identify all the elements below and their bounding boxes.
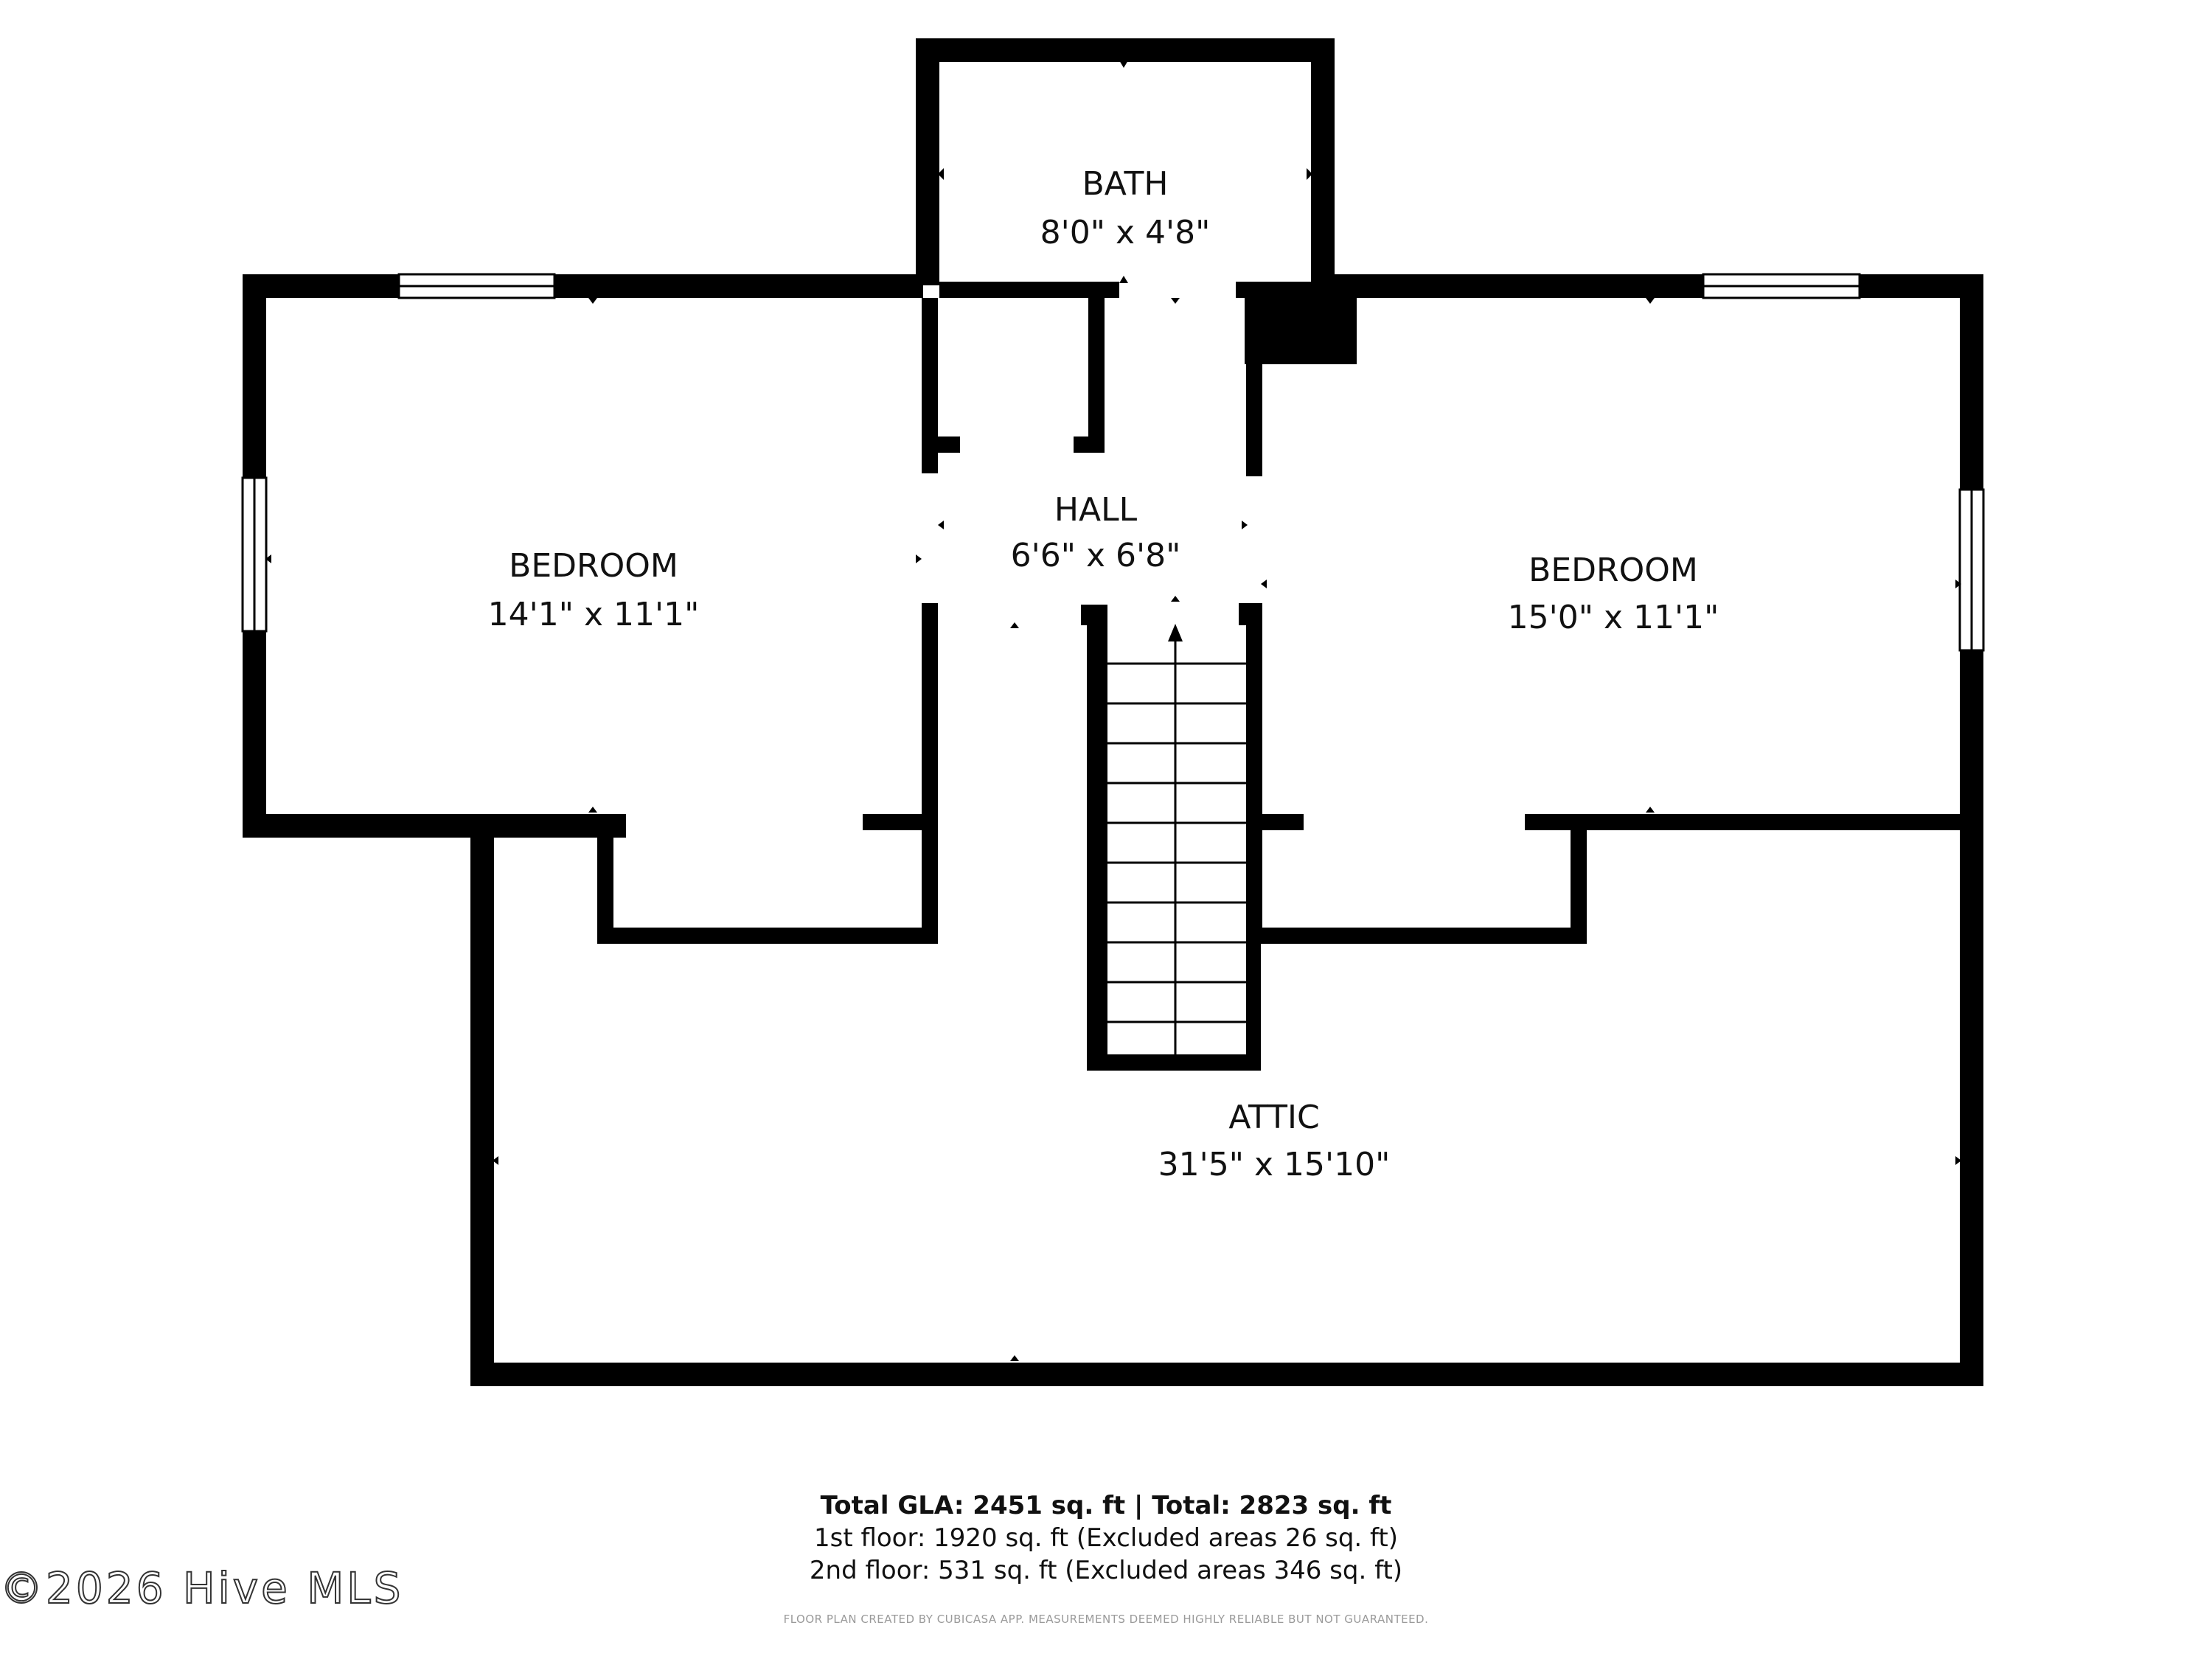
room-bedroom-right-name: BEDROOM — [1528, 552, 1698, 589]
summary-first-floor: 1st floor: 1920 sq. ft (Excluded areas 2… — [813, 1523, 1399, 1553]
watermark: ©2026 Hive MLS — [0, 1562, 404, 1614]
room-bedroom-left-name: BEDROOM — [509, 547, 678, 585]
summary-second-floor: 2nd floor: 531 sq. ft (Excluded areas 34… — [809, 1556, 1403, 1585]
room-bath-name: BATH — [1082, 165, 1169, 203]
room-bedroom-left-dims: 14'1" x 11'1" — [488, 596, 700, 633]
room-attic-dims: 31'5" x 15'10" — [1158, 1146, 1391, 1183]
room-bedroom-right: BEDROOM 15'0" x 11'1" — [1508, 552, 1719, 636]
room-bath-dims: 8'0" x 4'8" — [1040, 214, 1211, 251]
disclaimer: FLOOR PLAN CREATED BY CUBICASA APP. MEAS… — [783, 1613, 1429, 1626]
room-bath: BATH 8'0" x 4'8" — [1040, 165, 1211, 251]
room-hall: HALL 6'6" x 6'8" — [1011, 491, 1181, 574]
windows — [241, 273, 1985, 652]
room-bedroom-left: BEDROOM 14'1" x 11'1" — [488, 547, 700, 633]
room-attic-name: ATTIC — [1228, 1099, 1319, 1136]
room-attic: ATTIC 31'5" x 15'10" — [1158, 1099, 1391, 1183]
room-bedroom-right-dims: 15'0" x 11'1" — [1508, 599, 1719, 636]
stairs — [1107, 641, 1246, 1054]
summary-total-area: Total GLA: 2451 sq. ft | Total: 2823 sq.… — [820, 1491, 1392, 1520]
stairs-up-arrow-icon — [1168, 624, 1183, 641]
room-hall-dims: 6'6" x 6'8" — [1011, 537, 1181, 574]
walls — [243, 38, 1983, 1386]
room-hall-name: HALL — [1054, 491, 1138, 529]
dimension-markers — [265, 60, 1961, 1361]
